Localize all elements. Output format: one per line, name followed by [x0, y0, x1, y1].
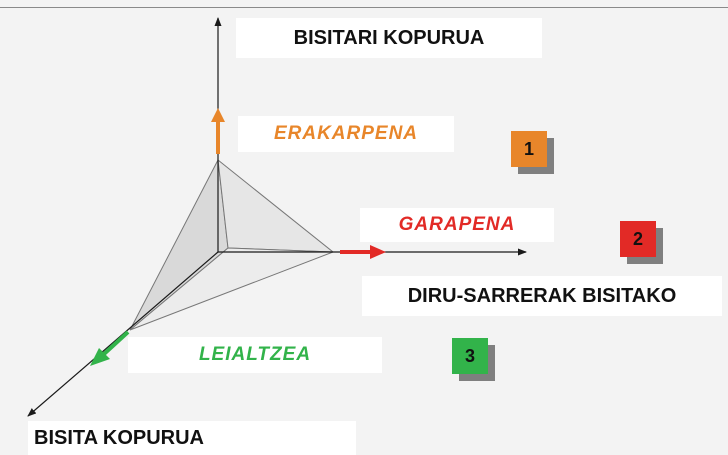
- stage-label-leialtzea: LEIALTZEA: [128, 337, 382, 373]
- stage-label-garapena: GARAPENA: [360, 208, 554, 242]
- pyramid-face-bottom: [129, 247, 334, 331]
- green-arrow-shaft: [102, 330, 130, 356]
- stage-badge-2: 2: [620, 221, 656, 257]
- pyramid-face-right: [217, 158, 335, 253]
- orange-arrow-head: [211, 108, 225, 122]
- stage-label-erakarpena: ERAKARPENA: [238, 116, 454, 152]
- diagonal-axis-label: BISITA KOPURUA: [28, 421, 356, 455]
- stage-badge-3: 3: [452, 338, 488, 374]
- stage-badge-1: 1: [511, 131, 547, 167]
- top-divider: [0, 7, 728, 8]
- vertical-axis-label: BISITARI KOPURUA: [236, 18, 542, 58]
- horizontal-axis-label: DIRU-SARRERAK BISITAKO: [362, 276, 722, 316]
- red-arrow-head: [370, 245, 386, 259]
- green-arrow-head: [90, 348, 110, 366]
